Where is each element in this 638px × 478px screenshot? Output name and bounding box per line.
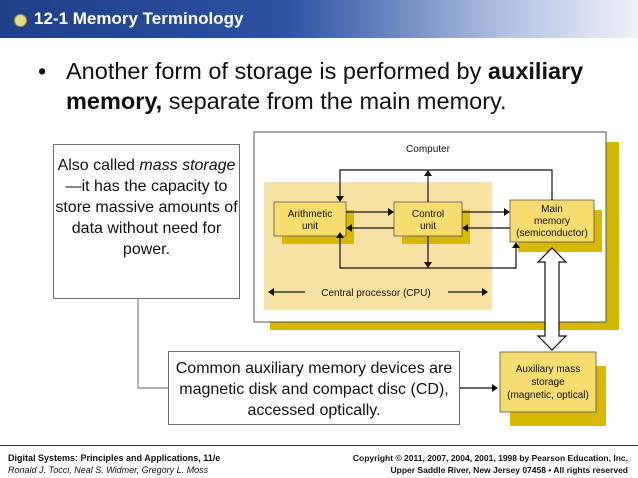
bullet-bold: auxiliary memory, <box>66 58 584 114</box>
aux-storage-line3: (magnetic, optical) <box>507 390 589 401</box>
arrowhead-devices <box>492 384 498 392</box>
mass-storage-callout-text: Also called mass storage —it has the capa… <box>54 145 239 260</box>
arrowhead-8 <box>512 242 520 248</box>
bullet-part1: Another form of storage is performed by <box>66 58 488 84</box>
slide-title: 12-1 Memory Terminology <box>34 9 244 28</box>
mass-storage-callout: Also called mass storage —it has the capa… <box>53 144 240 299</box>
arithmetic-unit-line1: Arithmetic <box>288 209 332 220</box>
footer-right: Copyright © 2011, 2007, 2004, 2001, 1998… <box>353 452 628 476</box>
footer-publisher: Upper Saddle River, New Jersey 07458 • A… <box>390 465 628 475</box>
devices-callout-text: Common auxiliary memory devices are magn… <box>175 360 453 419</box>
arrowhead-6 <box>462 224 468 232</box>
arrowhead-10 <box>268 288 274 296</box>
control-unit-line1: Control <box>412 209 444 220</box>
footer-copyright: Copyright © 2011, 2007, 2004, 2001, 1998… <box>352 453 628 463</box>
footer-divider <box>0 445 638 446</box>
control-unit-line2: unit <box>420 221 436 232</box>
bullet-part2: separate from the main memory. <box>162 88 507 114</box>
arrowhead-7 <box>336 232 344 238</box>
double-arrow-shape <box>536 247 568 351</box>
devices-callout: Common auxiliary memory devices are magn… <box>168 351 460 425</box>
mass-storage-part2: —it has the capacity to store massive am… <box>55 178 238 258</box>
arrow-memory-to-arith <box>339 169 553 200</box>
bullet-text: Another form of storage is performed by … <box>66 56 626 116</box>
arithmetic-unit-box <box>273 201 347 237</box>
arrowhead-4 <box>346 224 352 232</box>
footer-left: Digital Systems: Principles and Applicat… <box>8 452 220 476</box>
aux-storage-box <box>499 351 597 413</box>
arrowheads <box>268 170 520 296</box>
footer-authors: Ronald J. Tocci, Neal S. Widmer, Gregory… <box>8 465 209 475</box>
title-bar: 12-1 Memory Terminology <box>0 0 638 38</box>
arrowhead-2 <box>424 170 432 176</box>
aux-storage-line1: Auxiliary mass <box>516 364 580 375</box>
arithmetic-unit-line2: unit <box>302 221 318 232</box>
arrowhead-5 <box>504 208 510 216</box>
arrowhead-3 <box>388 208 394 216</box>
memory-link-double-arrow <box>536 247 568 351</box>
computer-label: Computer <box>406 144 451 155</box>
mass-storage-part1: Also called <box>57 157 140 174</box>
arrowhead-1 <box>336 196 344 202</box>
title-bullet-dot <box>14 14 27 27</box>
aux-storage-line2: storage <box>531 377 565 388</box>
bullet-mark: • <box>38 58 47 84</box>
main-memory-box <box>509 199 595 243</box>
mass-storage-italic: mass storage <box>139 157 236 174</box>
arrowhead-11 <box>482 288 488 296</box>
callout-connector <box>137 297 168 389</box>
arrowhead-9 <box>424 262 432 268</box>
footer-book-title: Digital Systems: Principles and Applicat… <box>8 453 221 463</box>
main-memory-line1: Main <box>541 204 563 215</box>
cpu-label: Central processor (CPU) <box>321 288 430 299</box>
main-memory-line2: memory <box>534 216 570 227</box>
main-memory-line3: (semiconductor) <box>516 228 588 239</box>
